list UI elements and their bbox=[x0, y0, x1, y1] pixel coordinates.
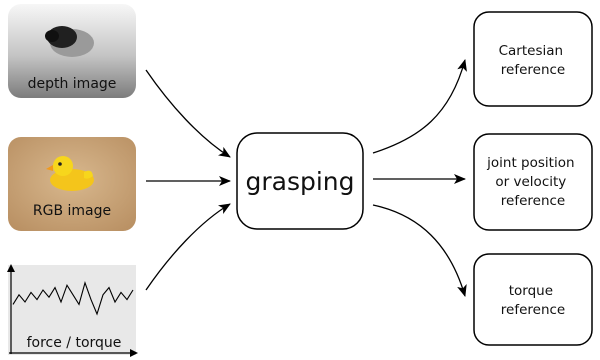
force-torque-plot-bg bbox=[8, 265, 136, 355]
rubber-duck-icon bbox=[46, 156, 94, 191]
rgb-image-input: RGB image bbox=[8, 137, 136, 231]
torque-reference-box bbox=[473, 253, 593, 346]
force-torque-label: force / torque bbox=[27, 335, 122, 351]
arrow-force-to-grasping bbox=[145, 203, 231, 291]
plot-y-axis-arrow bbox=[7, 264, 15, 272]
rgb-image-label: RGB image bbox=[33, 203, 111, 219]
grasping-node: grasping bbox=[236, 132, 364, 230]
force-signal-line bbox=[12, 280, 134, 316]
arrow-grasping-to-cartesian bbox=[372, 59, 467, 154]
joint-reference-output: joint position or velocity reference bbox=[473, 133, 593, 231]
grasping-box bbox=[236, 132, 364, 230]
torque-reference-output: torque reference bbox=[473, 253, 593, 346]
cartesian-reference-label: Cartesian reference bbox=[499, 43, 568, 78]
joint-reference-label: joint position or velocity reference bbox=[486, 155, 579, 209]
depth-image-input: depth image bbox=[8, 4, 136, 98]
force-torque-input: force / torque bbox=[7, 264, 138, 357]
cartesian-reference-box bbox=[473, 11, 593, 107]
arrow-grasping-to-torque bbox=[372, 204, 467, 297]
arrow-depth-to-grasping bbox=[145, 69, 231, 158]
cartesian-reference-output: Cartesian reference bbox=[473, 11, 593, 107]
depth-object-icon bbox=[45, 26, 94, 57]
grasping-label: grasping bbox=[245, 167, 354, 196]
torque-reference-label: torque reference bbox=[501, 283, 565, 318]
plot-x-axis-arrow bbox=[130, 349, 138, 357]
depth-image-label: depth image bbox=[28, 76, 117, 92]
joint-reference-box bbox=[473, 133, 593, 231]
